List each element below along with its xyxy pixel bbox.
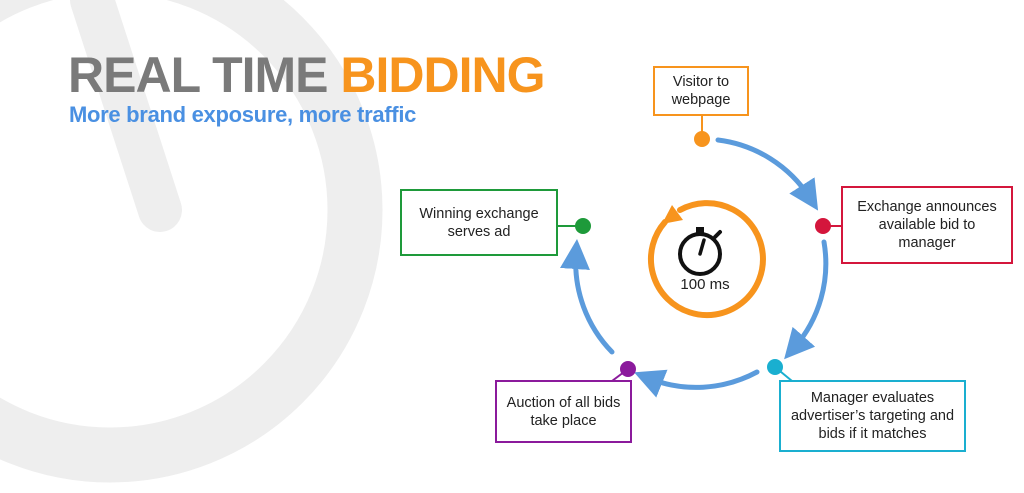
center-timer-label: 100 ms xyxy=(680,276,730,293)
arrow-auction-to-winning xyxy=(560,239,615,355)
title-bidding: BIDDING xyxy=(340,47,545,103)
step-winning-box: Winning exchange serves ad xyxy=(400,189,558,256)
step-manager-box: Manager evaluates advertiser’s targeting… xyxy=(779,380,966,452)
dot-visitor xyxy=(694,131,710,147)
title-real-time: REAL TIME xyxy=(68,47,341,103)
step-visitor-box: Visitor to webpage xyxy=(653,66,749,116)
cycle-arrows xyxy=(560,137,829,398)
step-auction-box: Auction of all bids take place xyxy=(495,380,632,443)
arrow-manager-to-auction xyxy=(634,369,760,398)
arrow-visitor-to-exchange xyxy=(715,137,819,211)
timer-ring-arrowhead xyxy=(662,205,683,224)
step-exchange-box: Exchange announces available bid to mana… xyxy=(841,186,1013,264)
page-subtitle: More brand exposure, more traffic xyxy=(69,102,417,127)
dot-exchange xyxy=(815,218,831,234)
dot-manager xyxy=(767,359,783,375)
page-title: REAL TIME BIDDING xyxy=(68,47,546,103)
stopwatch-icon xyxy=(678,227,722,276)
arrow-exchange-to-manager xyxy=(784,239,829,360)
dot-winning xyxy=(575,218,591,234)
dot-auction xyxy=(620,361,636,377)
timer-ring xyxy=(648,200,766,319)
